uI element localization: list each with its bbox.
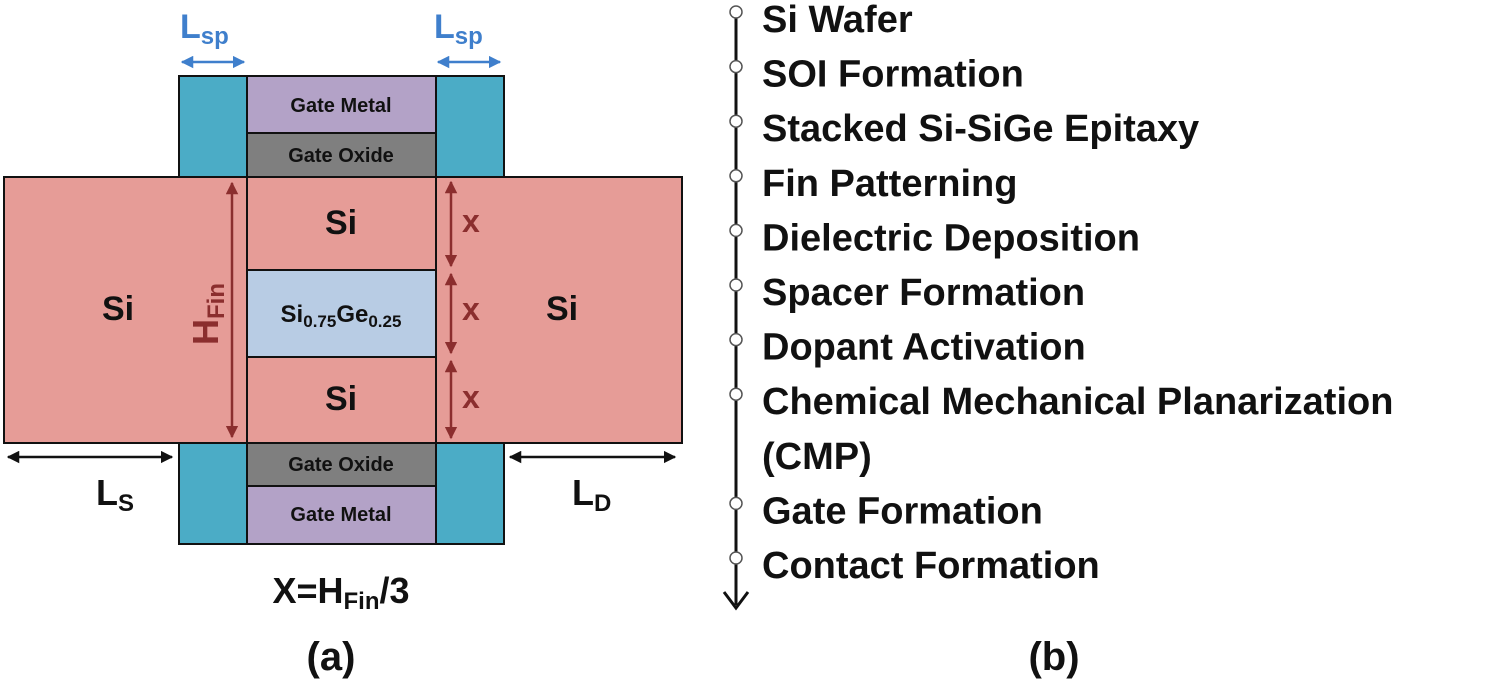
process-step-label: Fin Patterning bbox=[762, 163, 1017, 205]
step-marker bbox=[729, 387, 743, 401]
step-marker bbox=[729, 5, 743, 19]
process-step-label: Gate Formation bbox=[762, 490, 1043, 532]
spacer-bottom-left bbox=[178, 442, 248, 545]
channel-si-top-label: Si bbox=[325, 204, 357, 242]
gate-oxide-top bbox=[246, 132, 437, 178]
spacer-bottom-right bbox=[435, 442, 505, 545]
process-step-label: Si Wafer bbox=[762, 0, 913, 41]
step-marker bbox=[729, 169, 743, 183]
x-label-1: x bbox=[462, 203, 480, 239]
step-marker bbox=[729, 278, 743, 292]
gate-oxide-bottom-label: Gate Oxide bbox=[288, 454, 394, 476]
step-marker bbox=[729, 551, 743, 565]
timeline-arrowhead bbox=[722, 591, 750, 611]
process-step-label: Chemical Mechanical Planarization bbox=[762, 381, 1393, 423]
gate-metal-bottom bbox=[246, 485, 437, 545]
ld-label: LD bbox=[572, 472, 611, 517]
channel-sige bbox=[246, 269, 437, 358]
process-step-label: Spacer Formation bbox=[762, 272, 1085, 314]
process-step-label: Contact Formation bbox=[762, 545, 1100, 587]
drain-si-label: Si bbox=[546, 290, 578, 328]
channel-si-bottom bbox=[246, 356, 437, 444]
spacer-top-left bbox=[178, 75, 248, 178]
lsp-left-label: Lsp bbox=[180, 8, 229, 50]
process-step-label: (CMP) bbox=[762, 436, 872, 478]
spacer-top-right bbox=[435, 75, 505, 178]
panel-label-b: (b) bbox=[1028, 635, 1079, 679]
gate-oxide-bottom bbox=[246, 442, 437, 487]
drain-region bbox=[435, 176, 683, 444]
process-step-label: Dopant Activation bbox=[762, 327, 1086, 369]
source-si-label: Si bbox=[102, 290, 134, 328]
process-step-label: SOI Formation bbox=[762, 54, 1024, 96]
gate-metal-top-label: Gate Metal bbox=[290, 95, 391, 117]
channel-sige-label: Si0.75Ge0.25 bbox=[281, 301, 402, 331]
process-step-label: Dielectric Deposition bbox=[762, 217, 1140, 259]
step-marker bbox=[729, 496, 743, 511]
gate-metal-bottom-label: Gate Metal bbox=[290, 504, 391, 526]
channel-si-top bbox=[246, 176, 437, 271]
ls-label: LS bbox=[96, 472, 134, 517]
device-cross-section: Lsp Lsp Gate Metal Gate Oxide Si Si Si S… bbox=[3, 8, 683, 679]
channel-si-bottom-label: Si bbox=[325, 380, 357, 418]
gate-metal-top bbox=[246, 75, 437, 134]
x-formula: X=HFin/3 bbox=[272, 570, 409, 615]
source-region bbox=[3, 176, 248, 444]
gate-oxide-top-label: Gate Oxide bbox=[288, 145, 394, 167]
x-label-2: x bbox=[462, 291, 480, 327]
lsp-right-label: Lsp bbox=[434, 8, 483, 50]
process-step-label: Stacked Si-SiGe Epitaxy bbox=[762, 108, 1199, 150]
panel-label-a: (a) bbox=[307, 635, 356, 679]
hfin-label: HFin bbox=[185, 283, 230, 345]
step-marker bbox=[729, 332, 743, 347]
x-label-3: x bbox=[462, 379, 480, 415]
step-marker bbox=[729, 223, 743, 238]
step-marker bbox=[729, 59, 743, 74]
step-marker bbox=[729, 114, 743, 128]
